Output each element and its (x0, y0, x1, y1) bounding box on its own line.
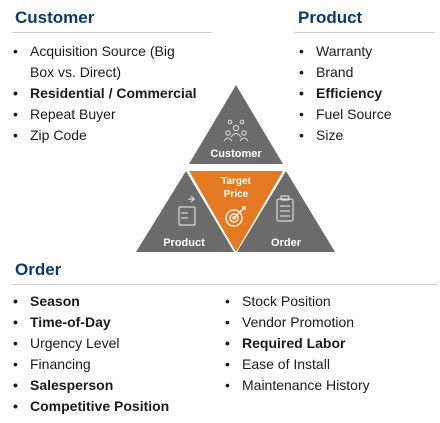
clipboard-icon (276, 195, 294, 222)
list-item: Repeat Buyer (10, 104, 220, 125)
list-item: Season (10, 291, 220, 312)
target-price-triangle (189, 171, 283, 252)
list-item: Warranty (296, 41, 436, 62)
product-divider (295, 32, 435, 33)
list-item: Maintenance History (222, 375, 437, 396)
target-price-label-line2: Price (224, 189, 249, 200)
list-item-label: Zip Code (30, 127, 87, 143)
list-item: Brand (296, 62, 436, 83)
list-item: Time-of-Day (10, 312, 220, 333)
list-item-label: Required Labor (242, 335, 346, 351)
product-heading: Product (298, 8, 363, 27)
list-item-label: Time-of-Day (30, 314, 111, 330)
list-item: Competitive Position (10, 396, 220, 417)
list-item-label: Maintenance History (242, 377, 370, 393)
list-item: Residential / Commercial (10, 83, 220, 104)
list-item: Efficiency (296, 83, 436, 104)
list-item: Required Labor (222, 333, 437, 354)
order-list-left: Season Time-of-Day Urgency Level Financi… (10, 291, 220, 417)
list-item-label: Residential / Commercial (30, 85, 197, 101)
list-item: Salesperson (10, 375, 220, 396)
list-item: Size (296, 125, 436, 146)
people-group-icon (223, 119, 249, 142)
box-document-icon (178, 195, 196, 226)
order-heading: Order (15, 260, 62, 279)
list-item-label: Competitive Position (30, 398, 170, 414)
list-item-label: Fuel Source (316, 106, 392, 122)
list-item-label: Efficiency (316, 85, 383, 101)
target-icon (225, 206, 246, 227)
customer-heading: Customer (15, 8, 95, 27)
product-triangle (136, 171, 234, 252)
order-list-right: Stock Position Vendor Promotion Required… (222, 291, 437, 396)
order-divider (12, 284, 437, 285)
list-item-label: Financing (30, 356, 91, 372)
customer-divider (12, 32, 212, 33)
order-triangle-label: Order (271, 237, 302, 249)
list-item: Fuel Source (296, 104, 436, 125)
list-item-label: Season (30, 293, 80, 309)
list-item: Financing (10, 354, 220, 375)
list-item-label: Urgency Level (30, 335, 120, 351)
list-item: Vendor Promotion (222, 312, 437, 333)
list-item: Stock Position (222, 291, 437, 312)
product-list: Warranty Brand Efficiency Fuel Source Si… (296, 41, 436, 146)
customer-list: Acquisition Source (Big Box vs. Direct) … (10, 41, 220, 146)
list-item-label: Acquisition Source (Big (30, 43, 175, 59)
list-item: Ease of Install (222, 354, 437, 375)
list-item-label: Vendor Promotion (242, 314, 355, 330)
customer-triangle (189, 85, 283, 164)
list-item: Zip Code (10, 125, 220, 146)
list-item-label: Warranty (316, 43, 373, 59)
list-item: Urgency Level (10, 333, 220, 354)
list-item-label: Size (316, 127, 344, 143)
list-item-label: Stock Position (242, 293, 331, 309)
list-item-label: Ease of Install (242, 356, 330, 372)
target-price-label-line1: Target (221, 176, 251, 187)
list-item: Acquisition Source (Big Box vs. Direct) (10, 41, 220, 83)
list-item-label: Brand (316, 64, 354, 80)
customer-triangle-label: Customer (210, 148, 262, 160)
list-item-label-continued: Box vs. Direct) (30, 64, 122, 80)
list-item-label: Repeat Buyer (30, 106, 116, 122)
list-item-label: Salesperson (30, 377, 114, 393)
product-triangle-label: Product (163, 237, 205, 249)
